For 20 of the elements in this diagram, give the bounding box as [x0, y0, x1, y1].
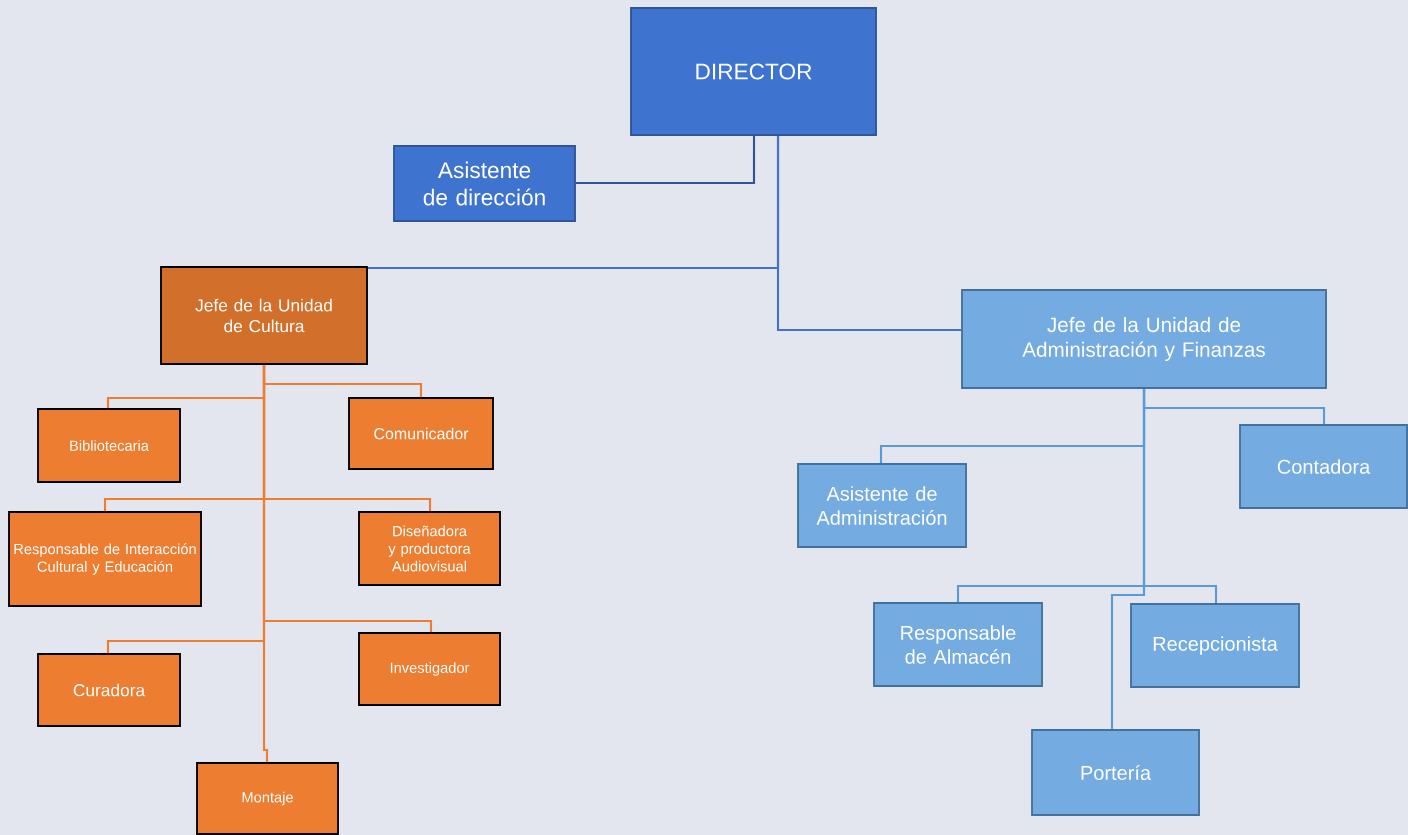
org-box: Recepcionista: [1130, 603, 1300, 688]
org-box: Asistente de Administración: [797, 463, 967, 548]
org-box: DIRECTOR: [630, 7, 877, 136]
org-box: Responsable de Almacén: [873, 602, 1043, 687]
org-box: Responsable de Interacción Cultural y Educación: [8, 511, 202, 607]
org-box: Comunicador: [348, 397, 494, 470]
org-box: Montaje: [196, 762, 339, 835]
org-box: Curadora: [37, 653, 181, 727]
org-box: Jefe de la Unidad de Cultura: [160, 266, 368, 365]
org-box: Jefe de la Unidad de Administración y Finanzas: [961, 289, 1327, 389]
org-box: Contadora: [1239, 424, 1408, 509]
org-box: Portería: [1031, 729, 1200, 816]
connector-line: [575, 135, 756, 185]
connector-line: [1110, 388, 1146, 730]
connector-line: [262, 364, 269, 763]
org-box: Bibliotecaria: [37, 408, 181, 483]
org-box: Diseñadora y productora Audiovisual: [358, 511, 501, 586]
org-box: Asistente de dirección: [393, 145, 576, 222]
org-box: Investigador: [358, 632, 501, 706]
connector-line: [776, 135, 962, 332]
